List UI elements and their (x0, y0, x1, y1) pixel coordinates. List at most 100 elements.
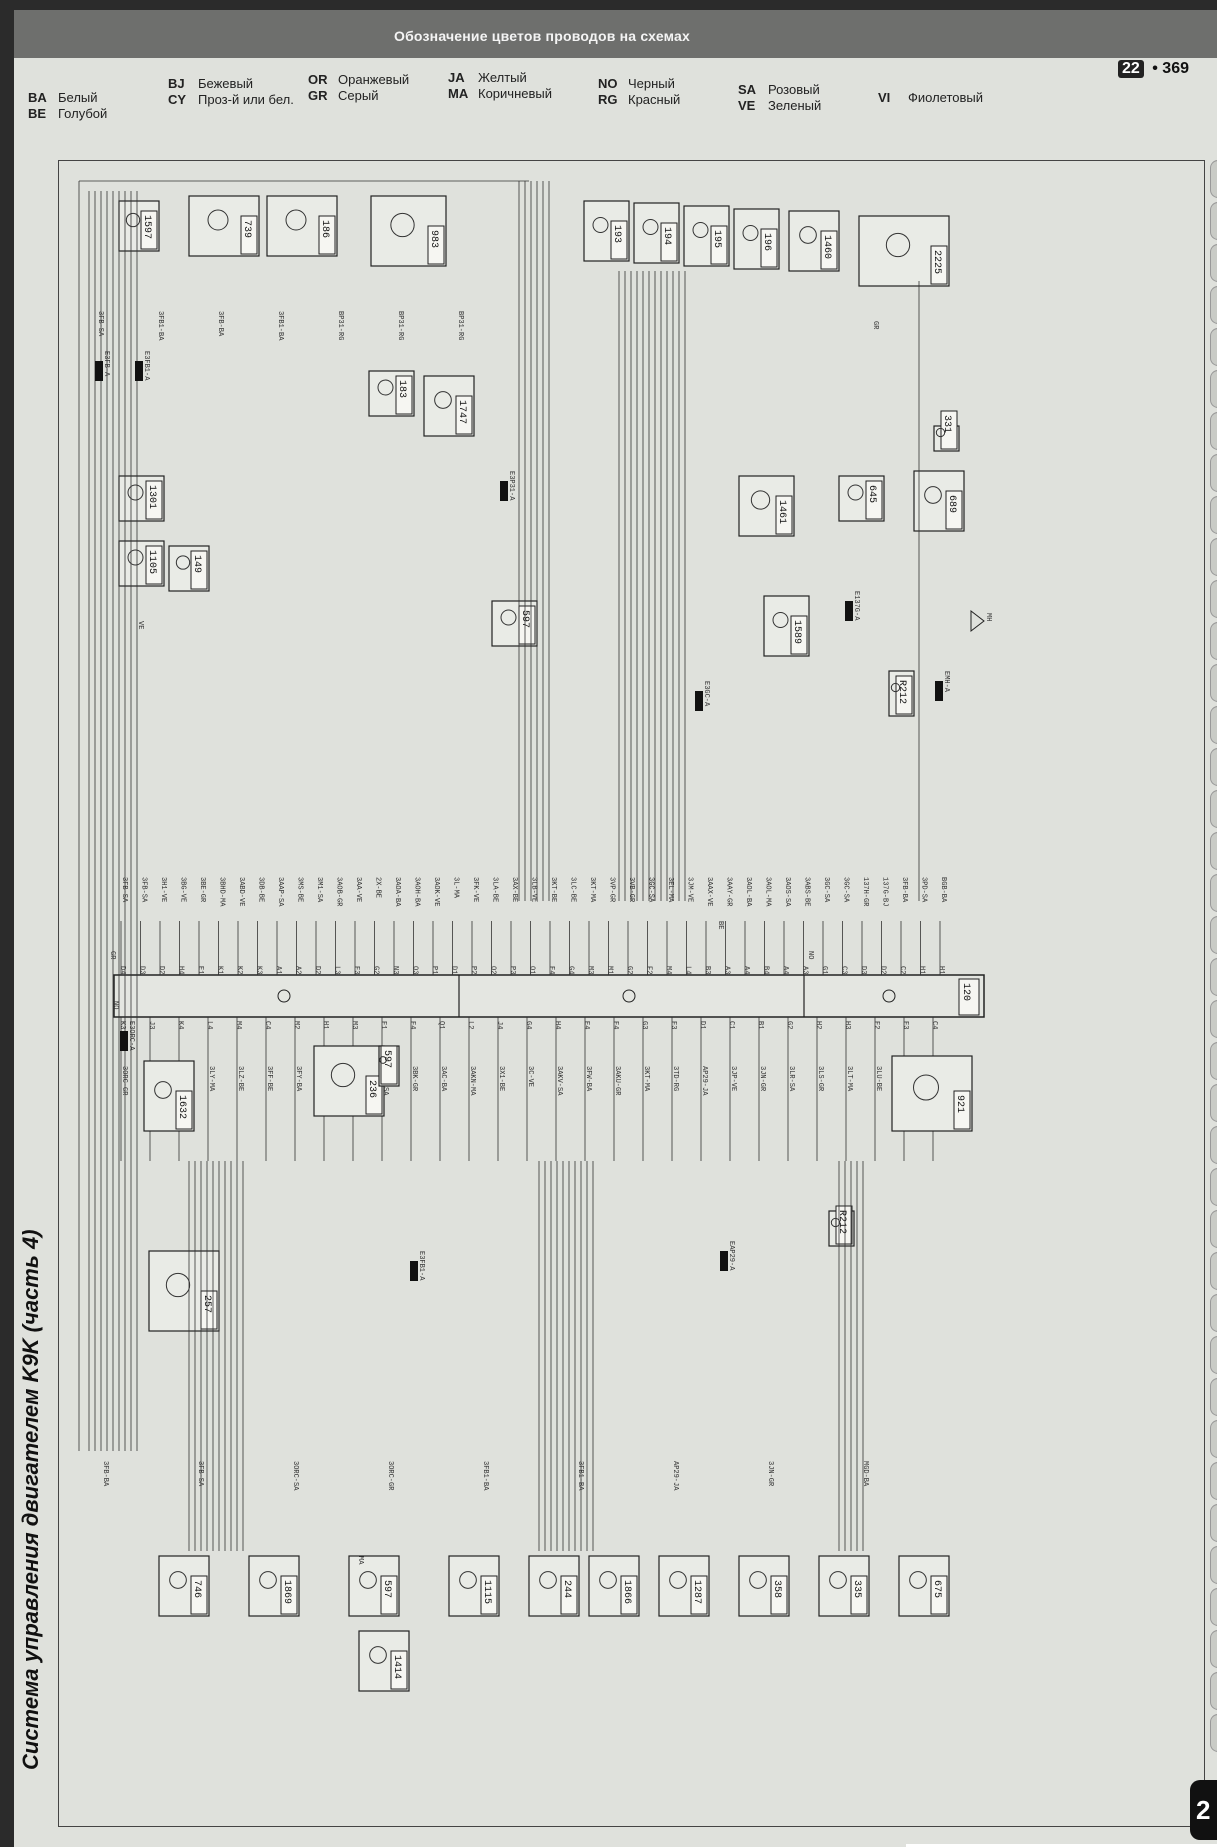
legend-color-name: Черный (628, 76, 675, 91)
component-symbol (742, 225, 759, 241)
wire-code: 2X-BE (374, 877, 382, 898)
component-symbol (207, 209, 229, 231)
ecu-pin: A4 (742, 966, 750, 974)
component-number: 196 (761, 233, 772, 251)
component-symbol (830, 1217, 841, 1228)
component-number-box (895, 675, 913, 715)
ecu-pin: M3 (350, 1021, 358, 1029)
ecu-pin: H4 (553, 1021, 561, 1029)
ecu-pin: P3 (508, 966, 516, 974)
section-tab (1210, 748, 1217, 786)
component-symbol (750, 490, 771, 510)
splice-label: E137G-A (852, 591, 860, 621)
wire-code: 3FY-BA (294, 1066, 302, 1092)
component-number-box (190, 1575, 208, 1615)
wire-code: 3AKN-MA (468, 1066, 476, 1096)
splice-E3FB1-A (410, 1261, 418, 1281)
ecu-pin: K4 (176, 1021, 184, 1029)
section-tab (1210, 1420, 1217, 1458)
component-symbol (169, 1571, 187, 1589)
legend-code: VE (738, 98, 756, 113)
ecu-pin: K2 (235, 966, 243, 974)
ecu-pin: M3 (586, 966, 594, 974)
ecu-pin: G3 (640, 1021, 648, 1029)
component-symbol (847, 484, 864, 501)
component-number-box (850, 1575, 868, 1615)
section-tab (1210, 832, 1217, 870)
wire-code: 3FF-BE (265, 1066, 273, 1091)
component-symbol (885, 232, 911, 258)
component-symbol (259, 1571, 277, 1589)
connector-code: BE (716, 921, 724, 929)
section-tabs (1210, 160, 1217, 1780)
component-number: 1105 (146, 550, 157, 574)
ecu-pin: G2 (785, 1021, 793, 1029)
wire-code: 3JN-GR (758, 1066, 766, 1092)
ecu-pin: C2 (898, 966, 906, 974)
wire-code: 3TD-RG (671, 1066, 679, 1091)
legend-color-name: Розовый (768, 82, 820, 97)
ecu-pin: G2 (372, 966, 380, 974)
wire-code: 3AOL-MA (764, 877, 772, 907)
ecu-pin: F3 (901, 1021, 909, 1029)
component-symbol (642, 219, 659, 235)
wire-code: 3FB-SA (140, 877, 148, 903)
splice-E3FB1-A (135, 361, 143, 381)
wire-code: 137H-GR (861, 877, 869, 907)
component-number: 335 (851, 1580, 862, 1598)
wire-code: 3KT-BE (549, 877, 557, 902)
section-tab (1210, 1294, 1217, 1332)
component-number: 1589 (791, 620, 802, 644)
legend-code: JA (448, 70, 465, 85)
section-tab (1210, 244, 1217, 282)
ecu-pin: D4 (118, 966, 126, 974)
legend-color-name: Голубой (58, 106, 108, 121)
ecu-pin: B1 (756, 1021, 764, 1029)
wire-code: 3FB-SA (96, 311, 104, 337)
section-tab (1210, 1000, 1217, 1038)
ecu-pin: O1 (528, 966, 536, 974)
component-symbol (127, 549, 144, 566)
component-symbol (539, 1571, 557, 1589)
header-title: Обозначение цветов проводов на схемах (394, 28, 690, 44)
component-symbol (330, 1062, 356, 1088)
ecu-pin: G1 (820, 966, 828, 974)
ecu-pin: A3 (801, 966, 809, 974)
ecu-pin: H4 (177, 966, 185, 974)
component-number: 1869 (281, 1580, 292, 1604)
ecu-pin: B4 (762, 966, 770, 974)
component-number-box (365, 1075, 383, 1115)
component-number: 597 (381, 1580, 392, 1598)
component-number-box (390, 1650, 408, 1690)
section-tab (1210, 706, 1217, 744)
component-number-box (140, 210, 158, 250)
component-number-box (760, 228, 778, 268)
ecu-pin: F3 (669, 1021, 677, 1029)
component-symbol (799, 226, 817, 244)
connector-code: NO (111, 1001, 119, 1009)
section-tab (1210, 1042, 1217, 1080)
wire-code: 3FB-BA (900, 877, 908, 903)
section-tab (1210, 538, 1217, 576)
wire-code: 3LA-BE (491, 877, 499, 902)
component-number-box (380, 1045, 398, 1085)
ecu-pin: F1 (379, 1021, 387, 1029)
ecu-pin: P1 (430, 966, 438, 974)
ecu-pin: D3 (138, 966, 146, 974)
ecu-pin: M4 (234, 1021, 242, 1029)
page-value: 369 (1162, 60, 1189, 77)
wire-code: 3AAX-VE (705, 877, 713, 906)
splice-label: EMH-A (942, 671, 950, 693)
ecu-pin: B3 (703, 966, 711, 974)
component-number: 236 (366, 1080, 377, 1098)
splice-label: E3FB-A (102, 351, 110, 377)
component-symbol (377, 379, 394, 396)
section-tab (1210, 1462, 1217, 1500)
splice-label: E3FB1-A (417, 1251, 425, 1281)
ecu-pin: D1 (698, 1021, 706, 1029)
section-tab (1210, 1336, 1217, 1374)
